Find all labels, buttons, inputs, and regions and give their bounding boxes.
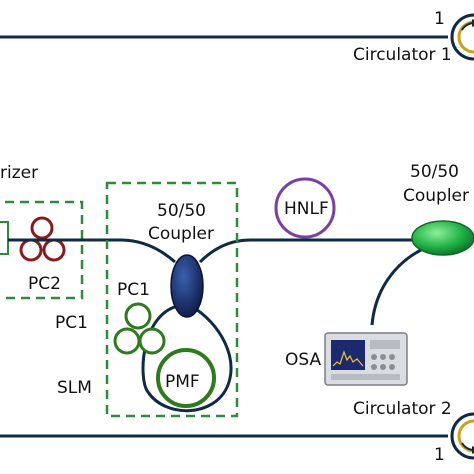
circulator-2-port-label: 1 bbox=[434, 445, 445, 465]
left-coupler bbox=[170, 254, 204, 318]
pmf-label: PMF bbox=[165, 372, 200, 392]
circulator-1-icon bbox=[450, 13, 474, 61]
pc1-inner-label: PC1 bbox=[117, 280, 150, 300]
circulator-2-label: Circulator 2 bbox=[353, 399, 452, 419]
right-coupler bbox=[411, 220, 474, 256]
circulator-1-port-label: 1 bbox=[434, 9, 445, 29]
pc2-dashed-box bbox=[0, 200, 84, 300]
optical-spectrum-analyzer-icon bbox=[324, 332, 408, 386]
osa-label: OSA bbox=[285, 350, 321, 370]
polarizer-label: rizer bbox=[0, 163, 38, 183]
polarizer-box bbox=[0, 221, 9, 255]
pc1-polarization-controller bbox=[113, 302, 166, 355]
osa-fiber bbox=[370, 246, 426, 326]
left-coupler-name-label: Coupler bbox=[148, 224, 214, 244]
pmf-fiber-spool bbox=[156, 348, 216, 408]
hnlf-label: HNLF bbox=[284, 199, 329, 219]
circulator-1-label: Circulator 1 bbox=[353, 45, 452, 65]
right-coupler-ratio-label: 50/50 bbox=[410, 162, 459, 182]
circulator-2-icon bbox=[450, 412, 474, 460]
slm-label: SLM bbox=[57, 378, 92, 398]
slm-dashed-box bbox=[105, 181, 239, 418]
pc2-label: PC2 bbox=[28, 274, 61, 294]
main-fiber-line bbox=[8, 238, 416, 264]
pc1-outer-label: PC1 bbox=[55, 313, 88, 333]
hnlf-ring bbox=[274, 177, 336, 239]
left-coupler-ratio-label: 50/50 bbox=[157, 201, 206, 221]
right-coupler-name-label: Coupler bbox=[403, 186, 469, 206]
